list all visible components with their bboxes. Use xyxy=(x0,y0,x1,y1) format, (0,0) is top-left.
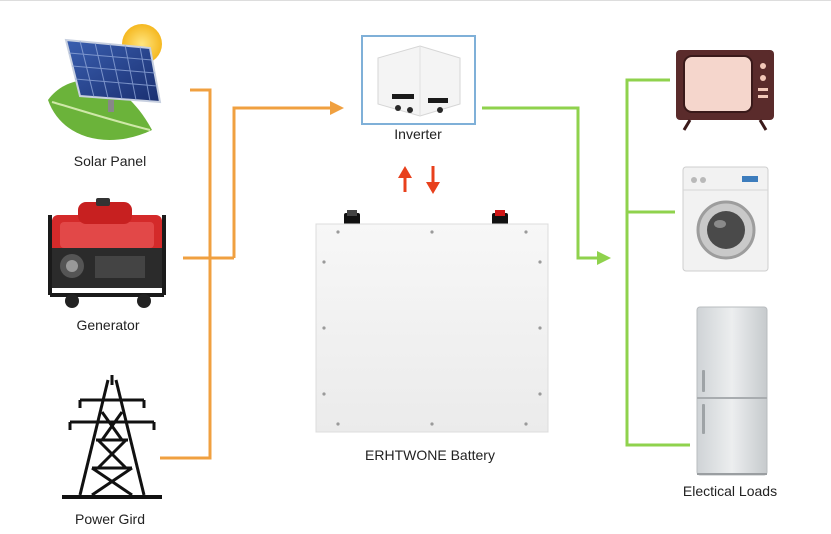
generator-icon xyxy=(48,198,166,308)
solar-panel-label: Solar Panel xyxy=(74,153,146,169)
inverter-label: Inverter xyxy=(394,126,442,142)
input-arrowhead xyxy=(330,101,344,115)
input-connector-lines xyxy=(160,88,336,460)
inverter-icon xyxy=(361,35,476,125)
output-connector-lines xyxy=(482,78,690,447)
generator-label: Generator xyxy=(76,317,139,333)
battery-label: ERHTWONE Battery xyxy=(365,447,495,463)
refrigerator-icon xyxy=(696,306,768,476)
output-arrowhead xyxy=(597,251,611,265)
electrical-loads-label: Electical Loads xyxy=(683,483,777,499)
power-grid-label: Power Gird xyxy=(75,511,145,527)
power-tower-icon xyxy=(62,375,162,499)
television-icon xyxy=(676,50,774,131)
down-arrow-icon xyxy=(426,166,440,194)
battery-icon xyxy=(315,210,549,433)
up-arrow-icon xyxy=(398,166,412,192)
solar-panel-icon xyxy=(48,24,162,140)
washing-machine-icon xyxy=(682,166,769,272)
